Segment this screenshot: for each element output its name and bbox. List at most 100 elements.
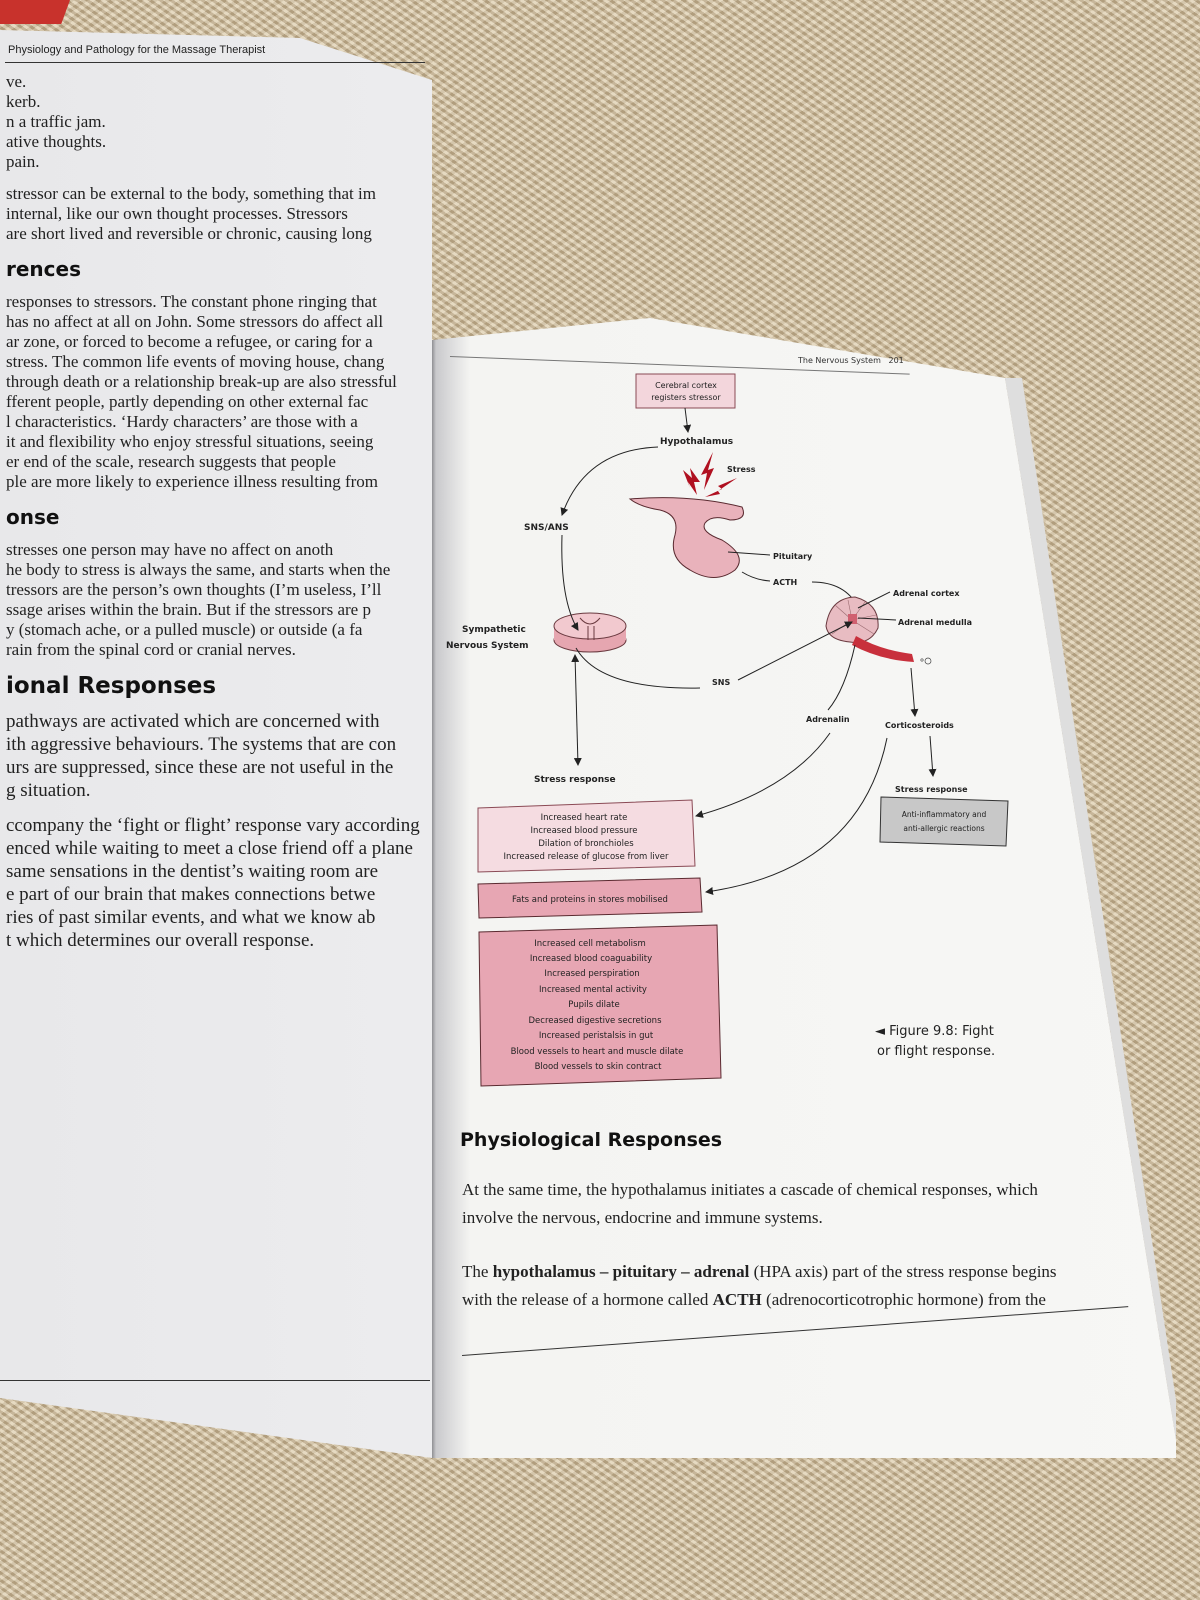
text-line: same sensations in the dentist’s waiting…: [6, 861, 379, 882]
figure-caption-line: or flight response.: [877, 1044, 996, 1059]
effects-box-1: Increased heart rate Increased blood pre…: [477, 799, 696, 873]
label-sns-ans: SNS/ANS: [524, 523, 569, 533]
text-line: responses to stressors. The constant pho…: [6, 292, 377, 311]
arrow-sns-to-adrenal: [737, 621, 853, 681]
text-line: enced while waiting to meet a close frie…: [6, 838, 413, 859]
arrow-corticosteroids-to-fats: [705, 737, 888, 895]
box-line: anti-allergic reactions: [903, 824, 984, 833]
text-line: ccompany the ‘fight or flight’ response …: [6, 815, 420, 836]
cerebral-cortex-box: Cerebral cortex registers stressor: [635, 373, 736, 409]
arrow-to-stress-response-right: [928, 735, 937, 777]
text-line: pathways are activated which are concern…: [6, 711, 380, 732]
effect-line: Blood vessels to heart and muscle dilate: [511, 1047, 684, 1057]
text-line: ar zone, or forced to become a refugee, …: [6, 332, 373, 351]
label-nervous-system: Nervous System: [446, 641, 529, 651]
text-line: tressors are the person’s own thoughts (…: [6, 580, 382, 599]
text-line: ve.: [6, 72, 27, 91]
left-page-content: ve. kerb. n a traffic jam. ative thought…: [6, 72, 426, 964]
text-line: The hypothalamus – pituitary – adrenal (…: [462, 1262, 1057, 1282]
leader-line: [741, 571, 771, 582]
running-header-title: The Nervous System: [798, 356, 881, 365]
header-rule: [5, 62, 425, 63]
leader-line: [727, 551, 771, 556]
effect-line: Fats and proteins in stores mobilised: [512, 895, 668, 905]
text-line: pain.: [6, 152, 40, 171]
arrow-adrenalin-to-effects: [695, 732, 831, 818]
text-segment: The: [462, 1262, 493, 1281]
section-heading: ional Responses: [6, 673, 217, 699]
text-line: urs are suppressed, since these are not …: [6, 757, 394, 778]
text-line: g situation.: [6, 780, 91, 801]
effect-line: Blood vessels to skin contract: [535, 1062, 663, 1072]
text-line: ries of past similar events, and what we…: [6, 907, 376, 928]
text-segment: with the release of a hormone called: [462, 1290, 713, 1309]
effects-box-2: Fats and proteins in stores mobilised: [477, 877, 703, 919]
effect-line: Increased peristalsis in gut: [539, 1031, 654, 1041]
text-line: ple are more likely to experience illnes…: [6, 472, 378, 491]
text-line: are short lived and reversible or chroni…: [6, 224, 372, 243]
effect-line: Increased heart rate: [541, 813, 628, 823]
stress-bolt-icon: [683, 452, 737, 497]
label-stress-response-left: Stress response: [534, 775, 616, 785]
bold-segment: hypothalamus – pituitary – adrenal: [492, 1262, 750, 1281]
text-line: t which determines our overall response.: [6, 930, 315, 951]
effect-line: Increased mental activity: [539, 985, 647, 995]
paragraph: responses to stressors. The constant pho…: [6, 292, 426, 492]
label-adrenal-cortex: Adrenal cortex: [893, 589, 960, 598]
text-line: At the same time, the hypothalamus initi…: [462, 1180, 1038, 1199]
arrow-to-corticosteroids: [910, 667, 919, 717]
footer-rule: [0, 1380, 430, 1381]
cortex-line: Cerebral cortex: [655, 381, 717, 390]
text-line: l characteristics. ‘Hardy characters’ ar…: [6, 412, 358, 431]
text-line: e part of our brain that makes connectio…: [6, 884, 376, 905]
pituitary-gland: [628, 497, 744, 578]
text-line: stress. The common life events of moving…: [6, 352, 385, 371]
label-sympathetic: Sympathetic: [462, 625, 526, 635]
effect-line: Increased release of glucose from liver: [504, 852, 670, 862]
sns-path: [575, 647, 701, 689]
spinal-cord-section: [553, 612, 627, 653]
text-line: stresses one person may have no affect o…: [6, 540, 334, 559]
label-corticosteroids: Corticosteroids: [885, 721, 954, 730]
arrow-to-sns-ans: [560, 446, 659, 516]
label-adrenal-medulla: Adrenal medulla: [898, 618, 972, 627]
text-segment: (HPA axis) part of the stress response b…: [749, 1262, 1057, 1281]
section-heading: onse: [6, 505, 60, 529]
label-stress: Stress: [727, 465, 756, 474]
bold-segment: ACTH: [712, 1290, 762, 1309]
effect-line: Decreased digestive secretions: [529, 1016, 663, 1026]
text-line: ative thoughts.: [6, 132, 107, 151]
label-hypothalamus: Hypothalamus: [660, 437, 733, 447]
text-line: it and flexibility who enjoy stressful s…: [6, 432, 374, 451]
text-line: through death or a relationship break-up…: [6, 372, 397, 391]
text-line: with the release of a hormone called ACT…: [462, 1290, 1046, 1310]
effect-line: Increased perspiration: [544, 969, 639, 979]
text-segment: (adrenocorticotrophic hormone) from the: [761, 1290, 1046, 1309]
section-heading-physiological: Physiological Responses: [460, 1129, 723, 1151]
paragraph: ccompany the ‘fight or flight’ response …: [6, 814, 426, 952]
label-acth: ACTH: [773, 578, 797, 587]
text-line: has no affect at all on John. Some stres…: [6, 312, 384, 331]
text-line: rain from the spinal cord or cranial ner…: [6, 640, 296, 659]
section-heading: rences: [6, 257, 81, 281]
label-adrenalin: Adrenalin: [806, 715, 850, 724]
effect-line: Increased blood pressure: [530, 826, 637, 836]
paragraph: stresses one person may have no affect o…: [6, 540, 426, 660]
text-line: ith aggressive behaviours. The systems t…: [6, 734, 397, 755]
page-number: 201: [888, 356, 904, 365]
running-header-right: The Nervous System 201: [798, 356, 904, 366]
text-line: fferent people, partly depending on othe…: [6, 392, 369, 411]
adrenalin-line: [827, 644, 856, 711]
label-pituitary: Pituitary: [773, 552, 813, 561]
text-line: kerb.: [6, 92, 41, 111]
text-line: involve the nervous, endocrine and immun…: [462, 1208, 823, 1227]
effect-line: Pupils dilate: [568, 1000, 620, 1010]
paragraph: stressor can be external to the body, so…: [6, 184, 426, 244]
cortex-line: registers stressor: [651, 393, 721, 402]
label-stress-response-right: Stress response: [895, 785, 968, 794]
box-line: Anti-inflammatory and: [902, 810, 987, 819]
text-line: ssage arises within the brain. But if th…: [6, 600, 371, 619]
arrow-to-stress-response: [571, 654, 582, 766]
leader-line: [857, 617, 897, 621]
